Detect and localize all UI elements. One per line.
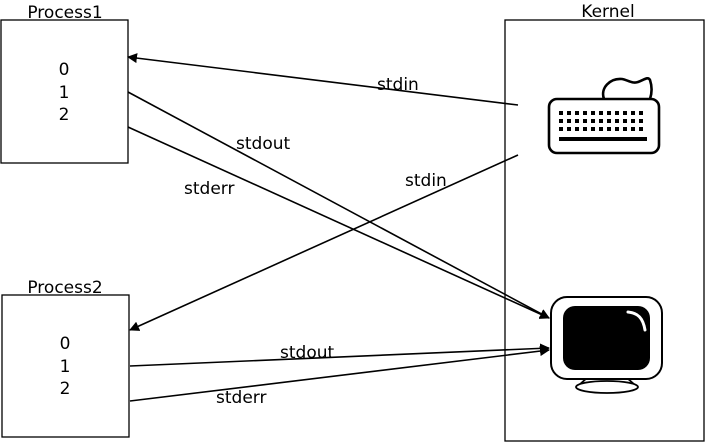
p2-stderr-label: stderr bbox=[216, 388, 266, 408]
process2-title: Process2 bbox=[27, 278, 102, 298]
p1-stderr-label: stderr bbox=[184, 179, 234, 199]
p1-stdin-arrow bbox=[127, 53, 519, 106]
process2-box bbox=[1, 294, 130, 438]
p2-stderr-arrow bbox=[129, 346, 550, 402]
process2-fd-0: 0 bbox=[60, 334, 71, 354]
p2-stdin-label: stdin bbox=[405, 171, 447, 191]
p1-stdin-label: stdin bbox=[377, 75, 419, 95]
process1-title: Process1 bbox=[27, 3, 102, 23]
p1-stderr-arrow bbox=[127, 126, 550, 319]
process2-fd-1: 1 bbox=[60, 357, 71, 377]
p2-stdin-arrow bbox=[129, 154, 519, 331]
p1-stdout-arrow bbox=[127, 91, 550, 319]
kernel-title: Kernel bbox=[581, 2, 634, 22]
keyboard-icon bbox=[547, 77, 661, 155]
p2-stdout-arrow bbox=[129, 343, 550, 367]
p2-stdout-label: stdout bbox=[280, 343, 334, 363]
process1-fd-2: 2 bbox=[59, 105, 70, 125]
process1-fd-0: 0 bbox=[59, 60, 70, 80]
monitor-icon bbox=[550, 296, 663, 394]
process1-box bbox=[0, 19, 129, 164]
process1-fd-1: 1 bbox=[59, 83, 70, 103]
process2-fd-2: 2 bbox=[60, 379, 71, 399]
p1-stdout-label: stdout bbox=[236, 134, 290, 154]
